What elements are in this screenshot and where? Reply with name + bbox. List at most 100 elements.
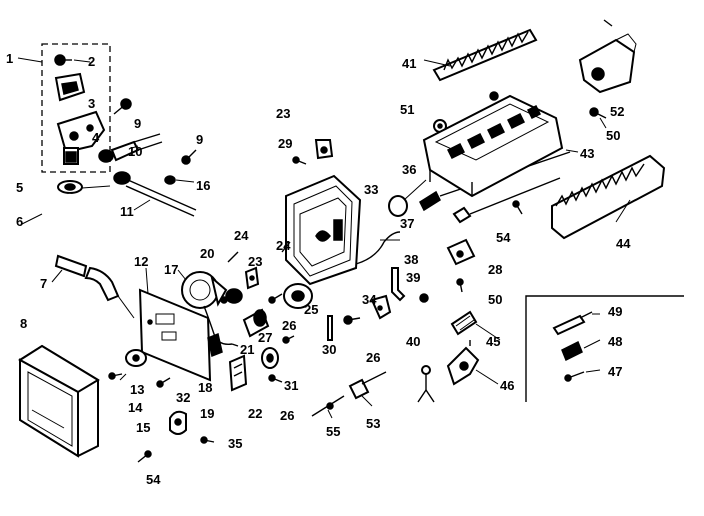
part-14-screw — [108, 372, 123, 380]
callout-49: 49 — [608, 304, 622, 319]
callout-52: 52 — [610, 104, 624, 119]
part-49-pin — [552, 311, 593, 336]
callout-21: 21 — [240, 342, 254, 357]
callout-30: 30 — [322, 342, 336, 357]
part-40-feeler — [417, 365, 435, 403]
callout-26-left: 26 — [282, 318, 296, 333]
part-17-motor — [181, 271, 228, 309]
part-26-screw-right — [343, 315, 361, 325]
callout-labels: 1 2 3 4 5 6 7 8 9 9 10 11 12 13 14 15 16… — [6, 51, 631, 487]
part-13-cam — [125, 349, 147, 367]
callout-23-upper: 23 — [276, 106, 290, 121]
part-19-bracket — [228, 354, 248, 392]
callout-7: 7 — [40, 276, 47, 291]
callout-1: 1 — [6, 51, 13, 66]
part-48-clip — [561, 340, 583, 362]
part-18-switch — [207, 332, 223, 358]
part-21-wiring — [203, 305, 239, 347]
part-50-screw-upper — [589, 107, 607, 119]
callout-11: 11 — [120, 204, 134, 219]
callout-17: 17 — [164, 262, 178, 277]
callout-14: 14 — [128, 400, 143, 415]
callout-6: 6 — [16, 214, 23, 229]
part-24-pin — [227, 251, 239, 263]
callout-13: 13 — [130, 382, 144, 397]
leader-lines — [17, 57, 631, 419]
callout-47: 47 — [608, 364, 622, 379]
part-5-grommet — [57, 180, 83, 194]
callout-54-right: 54 — [496, 230, 511, 245]
callout-44: 44 — [616, 236, 631, 251]
part-7-tube-sleeve — [54, 254, 135, 319]
callout-38: 38 — [404, 252, 418, 267]
callout-40: 40 — [406, 334, 420, 349]
part-53-harness — [348, 371, 387, 400]
callout-50-upper: 50 — [606, 128, 620, 143]
part-2-screw — [54, 54, 72, 66]
callout-5: 5 — [16, 180, 23, 195]
callout-25: 25 — [304, 302, 318, 317]
part-36-ring — [388, 195, 408, 217]
part-20-gear — [220, 288, 243, 304]
callout-55: 55 — [326, 424, 340, 439]
callout-10: 10 — [128, 144, 142, 159]
part-27-drum — [242, 308, 295, 344]
part-35-screw — [200, 436, 215, 444]
part-3-bracket — [54, 72, 86, 102]
water-valve-group-box — [41, 43, 111, 173]
part-55-harness — [311, 395, 345, 417]
part-23-lever-upper — [314, 139, 334, 160]
callout-32: 32 — [176, 390, 190, 405]
part-24-pin-upper — [281, 241, 291, 253]
callout-34: 34 — [362, 292, 377, 307]
part-28-clip — [446, 238, 476, 266]
part-41-ejector-blade — [432, 28, 538, 82]
part-31-bushing — [261, 347, 279, 369]
callout-24-right: 24 — [276, 238, 291, 253]
callout-45: 45 — [486, 334, 500, 349]
part-54-pin-upper — [452, 177, 561, 224]
part-50-screw-lower — [456, 278, 464, 293]
part-30-shaft — [327, 315, 333, 341]
callout-16: 16 — [196, 178, 210, 193]
callout-53: 53 — [366, 416, 380, 431]
callout-26-right: 26 — [366, 350, 380, 365]
callout-41: 41 — [402, 56, 416, 71]
part-8-cover — [18, 344, 100, 458]
part-34-arm — [370, 294, 392, 320]
callout-50-lower: 50 — [488, 292, 502, 307]
callout-48: 48 — [608, 334, 622, 349]
part-39-spring — [419, 293, 429, 303]
part-54-screw-lower — [137, 450, 152, 463]
callout-15: 15 — [136, 420, 150, 435]
callout-43: 43 — [580, 146, 594, 161]
callout-46: 46 — [500, 378, 514, 393]
callout-3: 3 — [88, 96, 95, 111]
part-45-heater-sleeve — [450, 310, 478, 336]
part-47-screw — [564, 371, 585, 382]
part-15-screw — [156, 377, 171, 388]
callout-26-bottom: 26 — [280, 408, 294, 423]
callout-29: 29 — [278, 136, 292, 151]
part-23-lever-lower — [244, 266, 260, 290]
callout-36: 36 — [402, 162, 416, 177]
part-9-screw-upper — [113, 98, 132, 115]
callout-23-lower: 23 — [248, 254, 262, 269]
callout-39: 39 — [406, 270, 420, 285]
part-26-screws — [268, 293, 283, 383]
part-9-screw-lower — [181, 149, 197, 165]
part-37-wire — [355, 231, 401, 265]
callout-9-lower: 9 — [196, 132, 203, 147]
ice-mold-tray — [422, 91, 564, 198]
part-11-fill-tube — [113, 171, 197, 217]
callout-20: 20 — [200, 246, 214, 261]
callout-24-left: 24 — [234, 228, 249, 243]
part-52-end-cover — [578, 19, 637, 94]
callout-18: 18 — [198, 380, 212, 395]
callout-51: 51 — [400, 102, 414, 117]
callout-54-bottom: 54 — [146, 472, 161, 487]
part-33-housing — [285, 174, 362, 286]
callout-28: 28 — [488, 262, 502, 277]
callout-12: 12 — [134, 254, 148, 269]
